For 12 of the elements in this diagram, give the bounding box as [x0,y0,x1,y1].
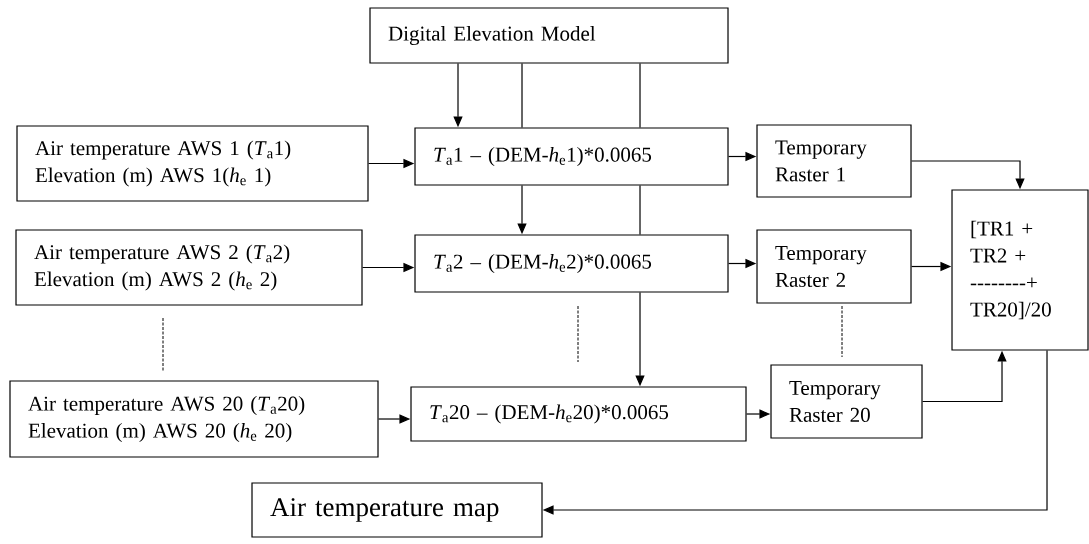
process-box: Temporary Raster 20 [770,364,923,439]
process-box: [TR1 + TR2 + --------+ TR20]/20 [951,189,1089,351]
process-box: Air temperature AWS 20 (T$_{a}$20) Elevation (m) AWS 20 (h$_{e}$ 20) [9,380,379,458]
process-box: T$_{a}$2 – (DEM-h$_{e}$2)*0.0065 [414,234,729,293]
process-box: Temporary Raster 1 [756,124,912,198]
process-box: T$_{a}$1 – (DEM-h$_{e}$1)*0.0065 [414,127,729,186]
process-box: Air temperature map [251,482,543,538]
process-box: Air temperature AWS 1 (T$_{a}$1) Elevation (m) AWS 1(h$_{e}$ 1) [16,125,369,202]
process-box: Digital Elevation Model [369,7,729,64]
process-box: Air temperature AWS 2 (T$_{a}$2) Elevation (m) AWS 2 (h$_{e}$ 2) [15,229,363,306]
process-box: Temporary Raster 2 [756,229,912,304]
process-box: T$_{a}$20 – (DEM-h$_{e}$20)*0.0065 [410,386,747,442]
